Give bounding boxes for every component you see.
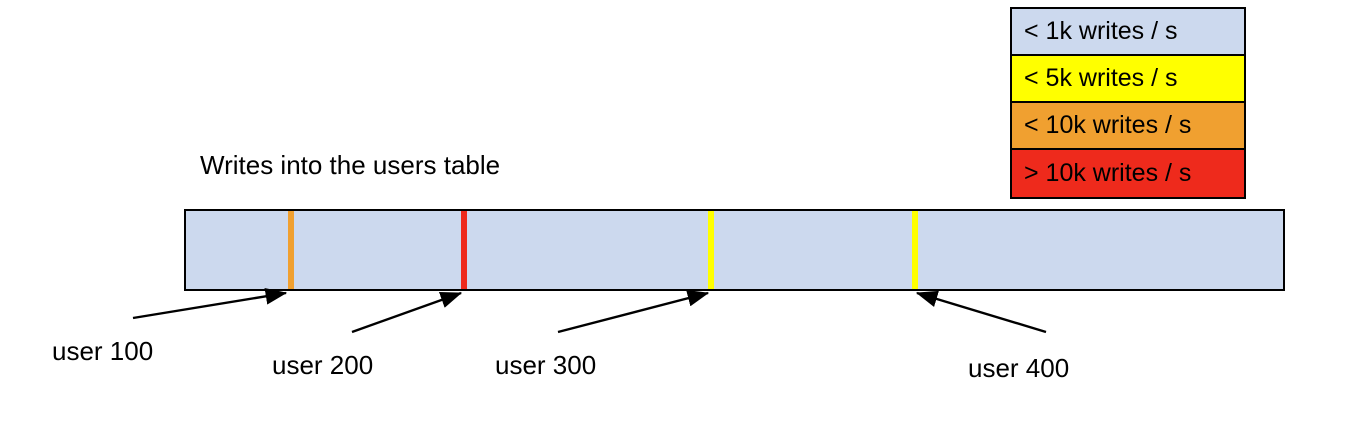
- stripe-user-300: [708, 211, 714, 289]
- legend-row-under-5k: < 5k writes / s: [1012, 56, 1244, 103]
- arrow-user-300: [557, 290, 710, 334]
- legend-row-under-1k: < 1k writes / s: [1012, 9, 1244, 56]
- pointer-label-user-100: user 100: [52, 336, 154, 366]
- stripe-user-100: [288, 211, 294, 289]
- pointer-label-user-300: user 300: [495, 350, 597, 380]
- legend-label-under-5k: < 5k writes / s: [1024, 64, 1178, 92]
- users-table-bar: [184, 209, 1285, 291]
- legend: < 1k writes / s < 5k writes / s < 10k wr…: [1010, 7, 1246, 199]
- pointer-label-user-400: user 400: [968, 353, 1070, 383]
- arrow-user-200: [351, 291, 463, 334]
- arrow-user-400: [915, 290, 1047, 334]
- legend-row-under-10k: < 10k writes / s: [1012, 103, 1244, 150]
- legend-label-over-10k: > 10k writes / s: [1024, 159, 1192, 187]
- arrow-user-100: [132, 287, 288, 320]
- stripe-user-200: [461, 211, 467, 289]
- chart-title: Writes into the users table: [200, 150, 501, 180]
- pointer-label-user-200: user 200: [272, 350, 374, 380]
- stripe-user-400: [912, 211, 918, 289]
- legend-label-under-10k: < 10k writes / s: [1024, 111, 1192, 139]
- legend-label-under-1k: < 1k writes / s: [1024, 17, 1178, 45]
- legend-row-over-10k: > 10k writes / s: [1012, 150, 1244, 197]
